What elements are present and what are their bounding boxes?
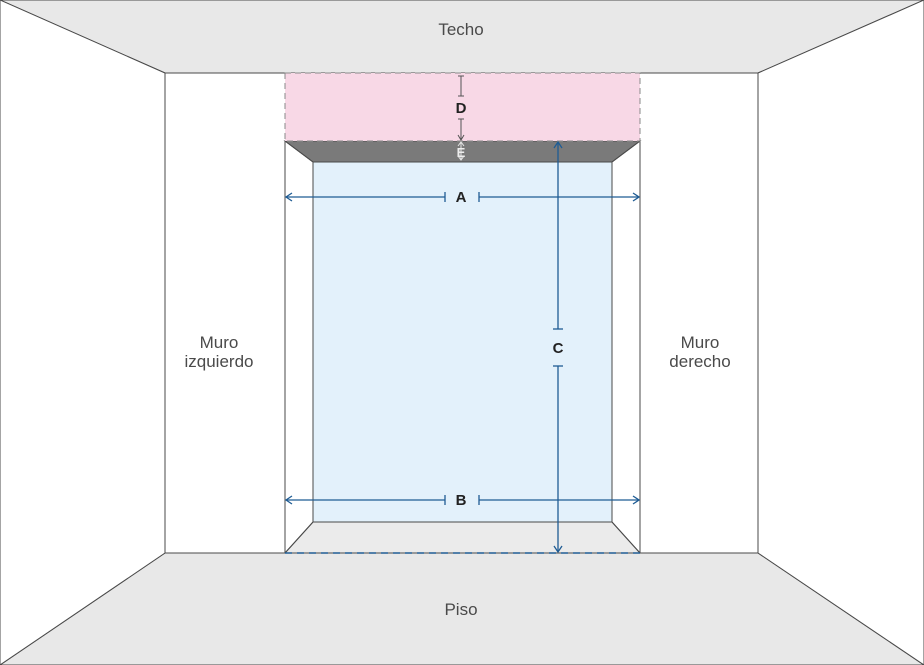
left-wall-surface — [0, 0, 166, 665]
window-pane — [312, 161, 613, 523]
reveal-edge-tr — [611, 140, 641, 163]
dimension-a-label: A — [456, 189, 467, 206]
dimension-e: E — [457, 141, 466, 161]
floor-label: Piso — [444, 600, 477, 619]
right-wall-label-line1: Muro — [681, 333, 720, 352]
dimension-b-label: B — [456, 492, 467, 509]
dimension-c: C — [553, 140, 564, 554]
dimension-d-label: D — [456, 100, 467, 117]
zone-d-area — [284, 72, 641, 142]
dimension-d: D — [456, 75, 467, 141]
reveal-edge-br — [611, 521, 641, 554]
dimension-e-label: E — [457, 145, 466, 160]
reveal-edge-bl — [284, 521, 314, 554]
right-wall-surface — [757, 0, 924, 665]
reveal-edge-tl — [284, 140, 314, 163]
dimension-a: A — [284, 189, 641, 206]
left-wall-label-line2: izquierdo — [185, 352, 254, 371]
ceiling-label: Techo — [438, 20, 483, 39]
right-wall-label-line2: derecho — [669, 352, 730, 371]
left-wall-label-line1: Muro — [200, 333, 239, 352]
opening-sill — [283, 521, 642, 554]
dimension-c-label: C — [553, 340, 564, 357]
dimension-b: B — [284, 492, 641, 509]
